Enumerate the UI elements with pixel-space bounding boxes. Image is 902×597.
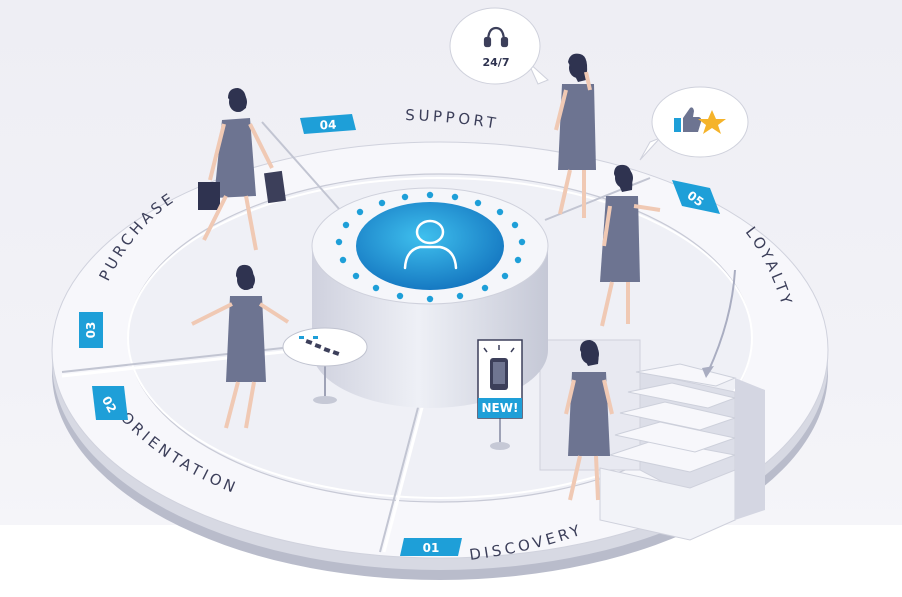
support-bubble: 24/7 xyxy=(449,7,549,85)
star-icon xyxy=(698,110,726,134)
headset-icon xyxy=(483,26,509,48)
journey-arrow xyxy=(707,269,736,373)
loyalty-bubble xyxy=(639,86,749,161)
person-loyalty xyxy=(600,164,661,327)
stage-tag-05: 05 xyxy=(672,180,720,214)
segment-dividers xyxy=(61,121,651,553)
stage-tag-03: 03 xyxy=(79,312,103,348)
new-sign-label: NEW! xyxy=(482,401,519,415)
person-orientation xyxy=(191,264,290,429)
segment-divider-highlights xyxy=(61,347,426,553)
customer-person-icon xyxy=(403,219,458,270)
svg-text:01: 01 xyxy=(423,541,440,555)
stage-tag-01: 01 xyxy=(400,538,462,556)
person-discovery xyxy=(564,340,614,501)
stage-tag-02: 02 xyxy=(92,386,128,420)
info-kiosk-table xyxy=(282,327,368,404)
svg-text:03: 03 xyxy=(84,322,98,339)
svg-text:02: 02 xyxy=(99,394,119,415)
stage-tag-04: 04 xyxy=(300,114,356,134)
journey-arrow-head xyxy=(702,366,714,378)
new-product-sign: NEW! xyxy=(477,339,523,450)
thumbs-up-icon xyxy=(674,107,702,132)
person-purchase xyxy=(198,88,287,251)
svg-text:04: 04 xyxy=(319,118,336,133)
support-hours-text: 24/7 xyxy=(483,56,510,69)
person-support xyxy=(554,53,596,218)
stage-label-support: SUPPORT xyxy=(405,106,500,133)
hub-dots xyxy=(335,191,526,303)
